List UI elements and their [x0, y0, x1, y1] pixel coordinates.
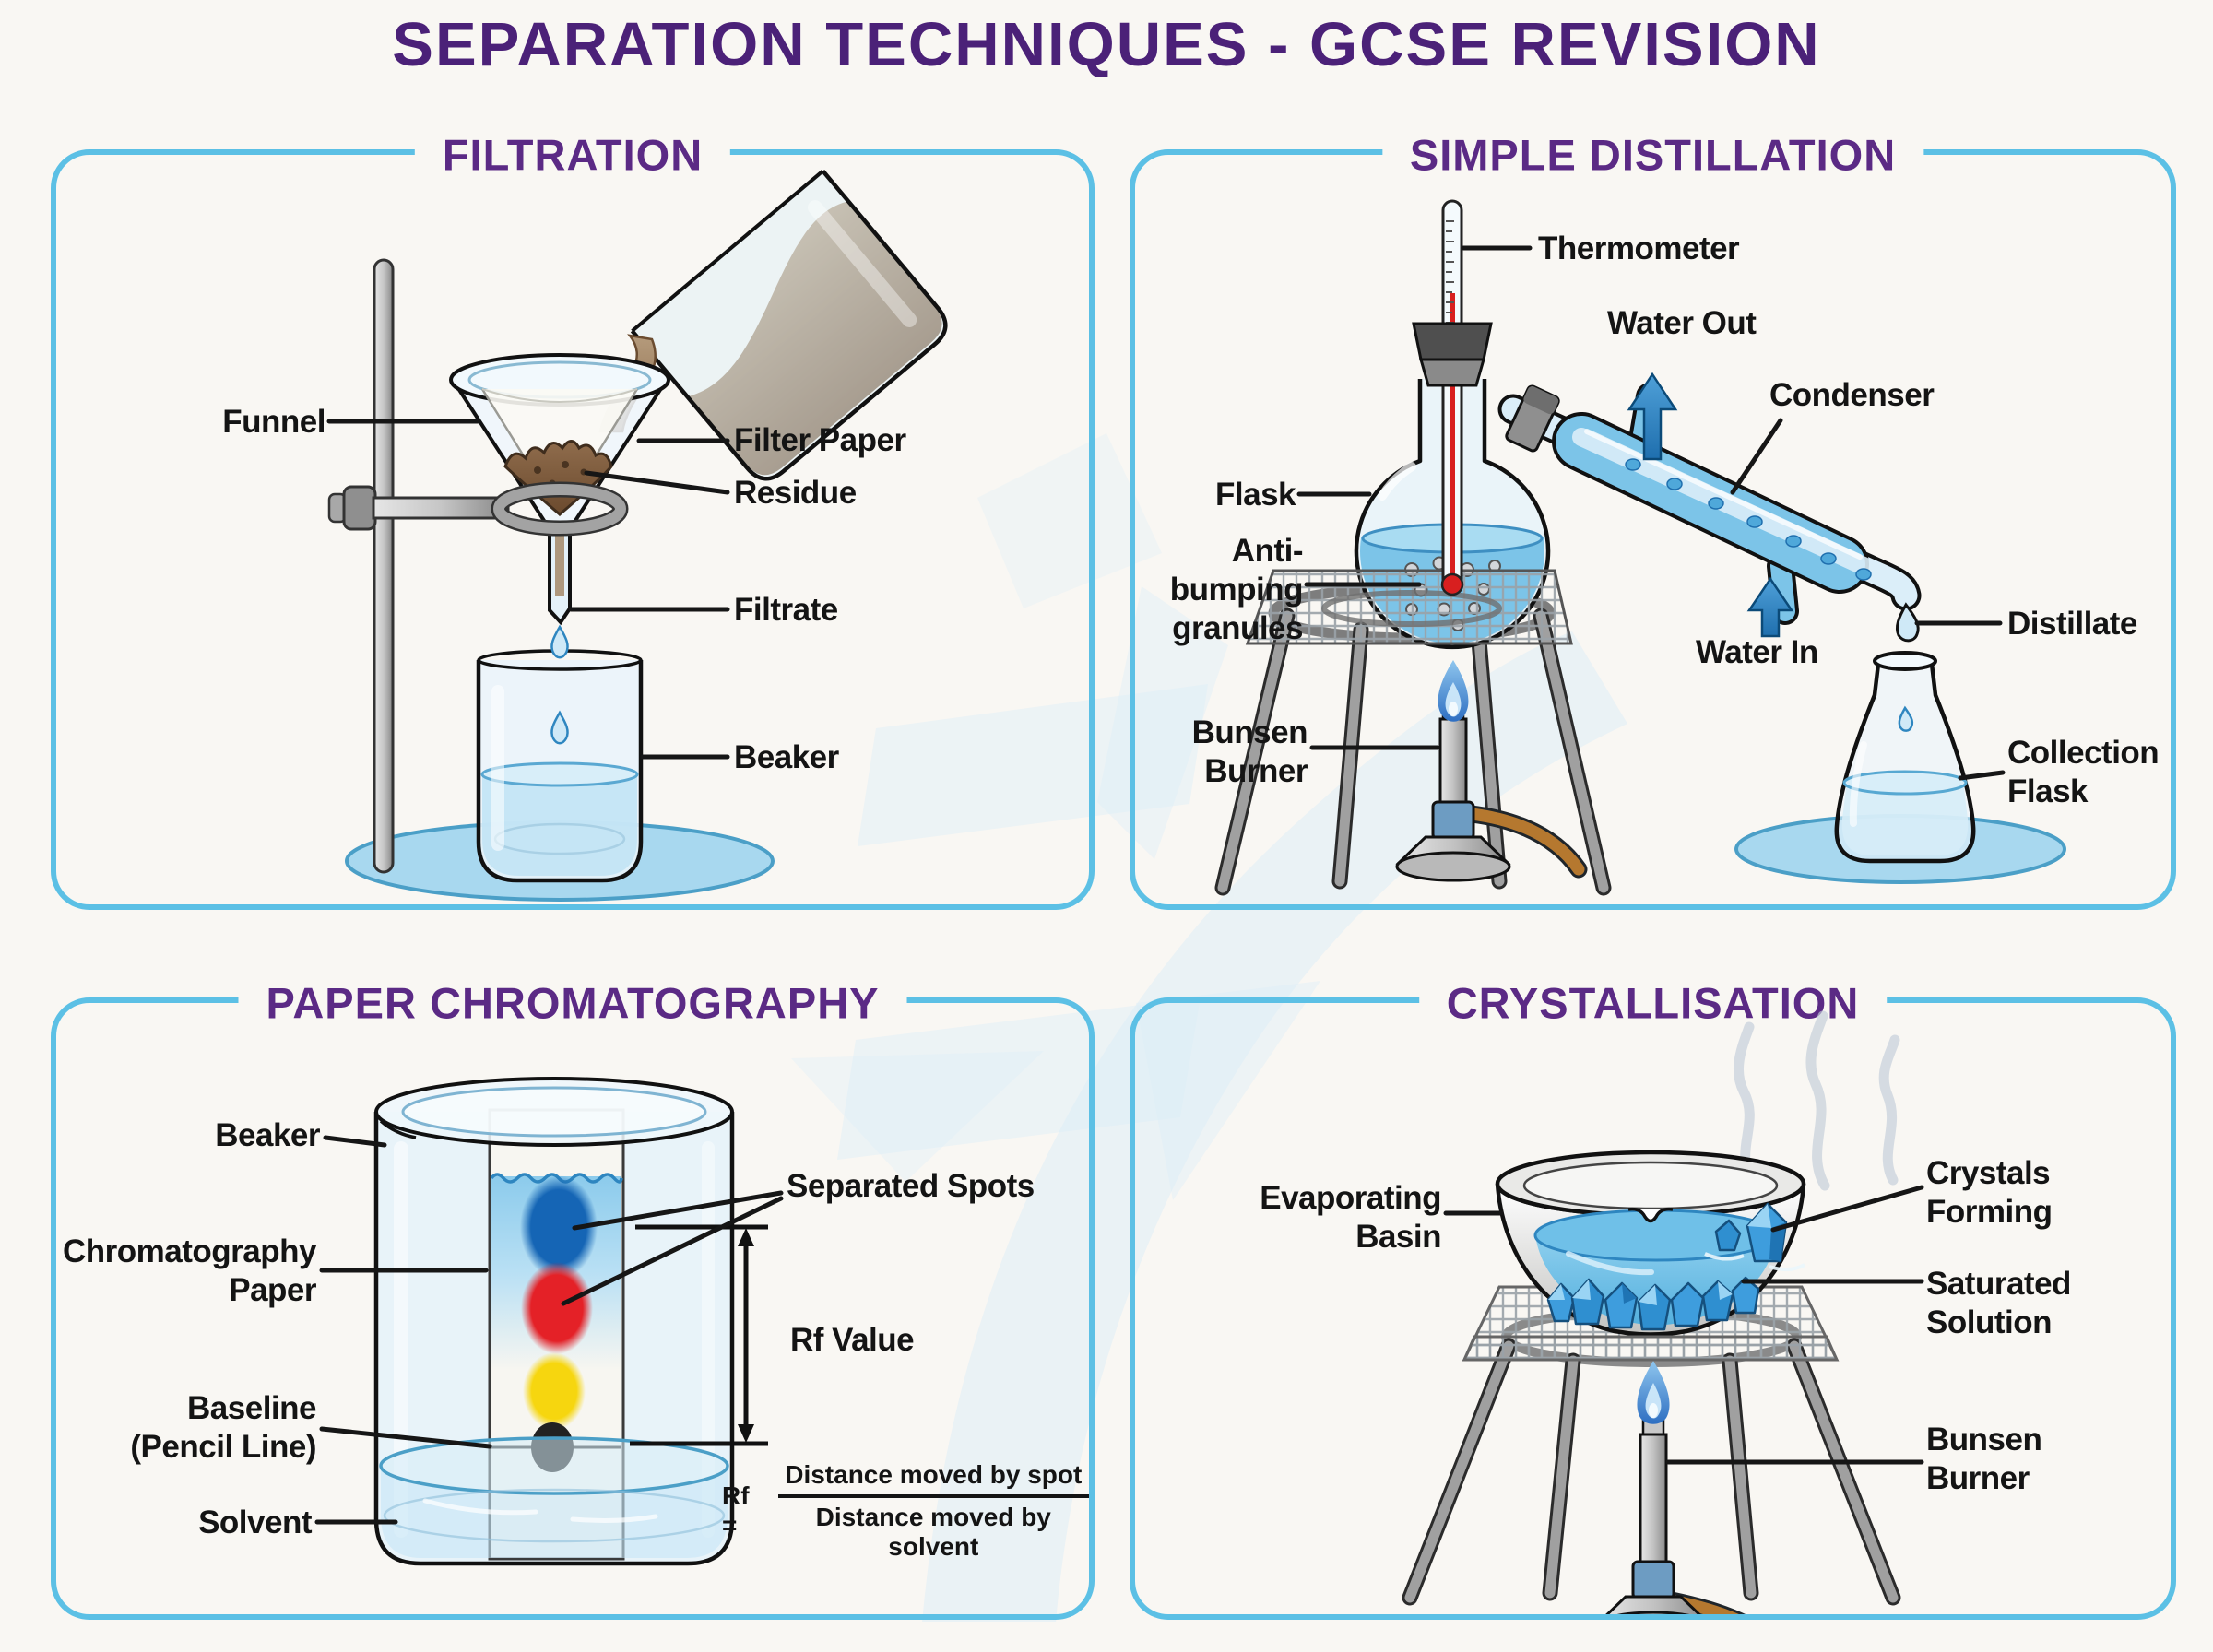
thermometer — [1440, 199, 1464, 596]
panel-title-crystallisation: CRYSTALLISATION — [1418, 977, 1888, 1029]
label-chromatography-paper: Chromatography Paper — [63, 1233, 316, 1308]
label-evaporating-basin: Evaporating Basin — [1260, 1180, 1441, 1255]
label-thermometer: Thermometer — [1538, 230, 1740, 266]
rf-formula: Rf = Distance moved by spot Distance mov… — [722, 1460, 1089, 1562]
rf-formula-lhs: Rf = — [722, 1481, 750, 1540]
label-chrom-beaker: Beaker — [215, 1117, 320, 1153]
label-beaker: Beaker — [734, 739, 839, 775]
label-water-out: Water Out — [1607, 305, 1757, 341]
rf-formula-denominator: Distance moved by solvent — [815, 1503, 1051, 1561]
label-flask: Flask — [1215, 477, 1296, 513]
panel-crystallisation: CRYSTALLISATION — [1130, 977, 2176, 1620]
distillate-drop — [1895, 602, 1920, 643]
pouring-beaker — [630, 169, 948, 481]
funnel-clamp-ring — [491, 481, 629, 537]
stopper — [1412, 322, 1493, 387]
tripod — [1214, 583, 1612, 896]
bunsen-flame — [1438, 660, 1469, 722]
bunsen-burner — [1395, 702, 1588, 882]
label-bunsen-burner: Bunsen Burner — [1191, 714, 1308, 789]
condensed-droplets — [1625, 458, 1872, 581]
label-rf-value: Rf Value — [790, 1322, 915, 1358]
panel-distillation: SIMPLE DISTILLATION — [1130, 129, 2176, 910]
label-baseline: Baseline (Pencil Line) — [130, 1390, 316, 1465]
distillation-diagram — [1214, 199, 2066, 896]
panel-chromatography: PAPER CHROMATOGRAPHY — [51, 977, 1095, 1620]
page-title: SEPARATION TECHNIQUES - GCSE REVISION — [392, 10, 1821, 79]
wire-gauze-front — [1462, 1335, 1840, 1362]
label-distillate: Distillate — [2007, 606, 2137, 642]
crystallisation-diagram — [1402, 1010, 1924, 1614]
condenser — [1497, 383, 1922, 625]
panel-title-filtration: FILTRATION — [414, 129, 731, 181]
evaporating-basin — [1495, 1150, 1806, 1337]
label-saturated-solution: Saturated Solution — [1926, 1266, 2071, 1340]
chromatography-leader-lines — [314, 1135, 784, 1525]
label-condenser: Condenser — [1769, 377, 1935, 413]
filtration-diagram — [326, 169, 948, 902]
retort-stand — [327, 258, 510, 874]
collection-beaker — [476, 649, 644, 883]
rf-measurement-arrow — [630, 1224, 768, 1446]
rf-formula-numerator: Distance moved by spot — [777, 1460, 1089, 1498]
water-out-arrow — [1627, 372, 1678, 461]
solvent-liquid — [379, 1436, 729, 1558]
water-in-arrow — [1746, 576, 1794, 638]
tripod-legs — [1402, 1338, 1901, 1606]
panel-title-distillation: SIMPLE DISTILLATION — [1381, 129, 1924, 181]
label-water-in: Water In — [1696, 634, 1818, 670]
distillation-leader-lines — [1296, 245, 2006, 781]
crystals — [1546, 1202, 1788, 1331]
filtrate-drops — [550, 624, 569, 745]
panel-filtration: FILTRATION — [51, 129, 1095, 910]
label-collection-flask: Collection Flask — [2007, 735, 2160, 809]
label-residue: Residue — [734, 475, 857, 511]
label-anti-bumping: Anti- bumping granules — [1169, 533, 1304, 646]
filtration-leader-lines — [326, 419, 730, 760]
beaker-rim — [374, 1077, 734, 1147]
label-filter-paper: Filter Paper — [734, 422, 906, 458]
panel-title-chromatography: PAPER CHROMATOGRAPHY — [238, 977, 907, 1029]
chromatography-diagram — [314, 1077, 784, 1566]
bunsen-burner — [1605, 1416, 1746, 1614]
crystallisation-leader-lines — [1443, 1185, 1924, 1465]
collection-flask — [1734, 651, 2066, 884]
label-funnel: Funnel — [222, 404, 325, 440]
bunsen-flame — [1637, 1361, 1670, 1424]
steam-wisps — [1733, 1010, 1900, 1191]
label-filtrate: Filtrate — [734, 592, 838, 628]
residue-solid — [503, 440, 613, 516]
label-crystals-forming: Crystals Forming — [1926, 1155, 2053, 1230]
label-separated-spots: Separated Spots — [787, 1168, 1035, 1204]
label-solvent: Solvent — [198, 1504, 312, 1540]
label-cryst-bunsen: Bunsen Burner — [1926, 1422, 2042, 1496]
